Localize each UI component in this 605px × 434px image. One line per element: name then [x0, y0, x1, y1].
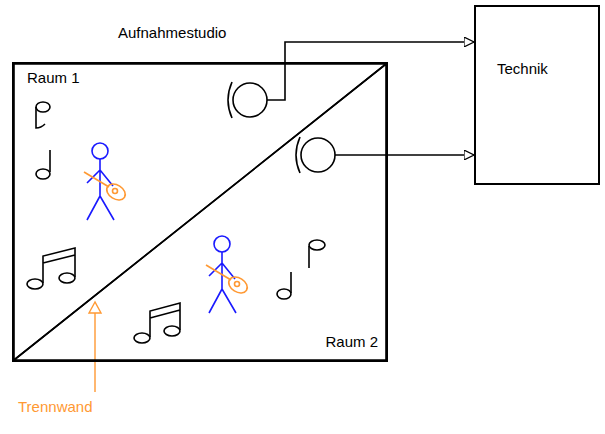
guitar-symbol [113, 189, 118, 194]
music-note [36, 102, 50, 112]
music-note [290, 272, 292, 293]
music-note [134, 333, 150, 343]
music-note [36, 169, 50, 179]
box-label: Technik [497, 60, 586, 77]
musician-figure [87, 159, 114, 220]
signal-wire [386, 154, 474, 156]
guitar-symbol [104, 181, 128, 203]
musician-head [214, 236, 230, 252]
music-note [164, 326, 180, 336]
microphone-symbol [233, 83, 267, 117]
microphone-wire [267, 63, 285, 100]
room-label: Raum 1 [27, 69, 80, 86]
room-label: Raum 2 [325, 333, 378, 350]
music-note [308, 246, 310, 268]
musician-figure [209, 252, 236, 313]
microphone-symbol [228, 82, 232, 118]
music-note [150, 303, 180, 337]
guitar-symbol [235, 282, 240, 287]
region-outline [14, 64, 386, 360]
studio-heading: Aufnahmestudio [118, 24, 490, 41]
region-outline [14, 64, 386, 360]
music-note [49, 150, 51, 172]
microphone-symbol [296, 137, 300, 173]
guitar-symbol [226, 274, 250, 296]
music-note [277, 289, 291, 299]
microphone-wire [335, 154, 387, 156]
leader-line [94, 312, 95, 392]
region-outline [14, 64, 386, 360]
leader-arrowhead [89, 302, 101, 313]
music-note [59, 273, 75, 283]
music-note [36, 107, 45, 128]
studio-box: AufnahmestudioRaum 1Raum 2 [12, 62, 388, 362]
equipment-box: Technik [474, 5, 600, 185]
music-note [43, 248, 75, 283]
guitar-symbol [206, 265, 231, 280]
music-note [309, 240, 325, 250]
wall-label: Trennwand [18, 398, 93, 415]
microphone-symbol [301, 138, 335, 172]
room-region: Raum 2 [14, 64, 386, 360]
musician-head [92, 143, 108, 159]
guitar-symbol [84, 172, 109, 187]
music-note [27, 279, 43, 289]
signal-wire [285, 42, 474, 64]
